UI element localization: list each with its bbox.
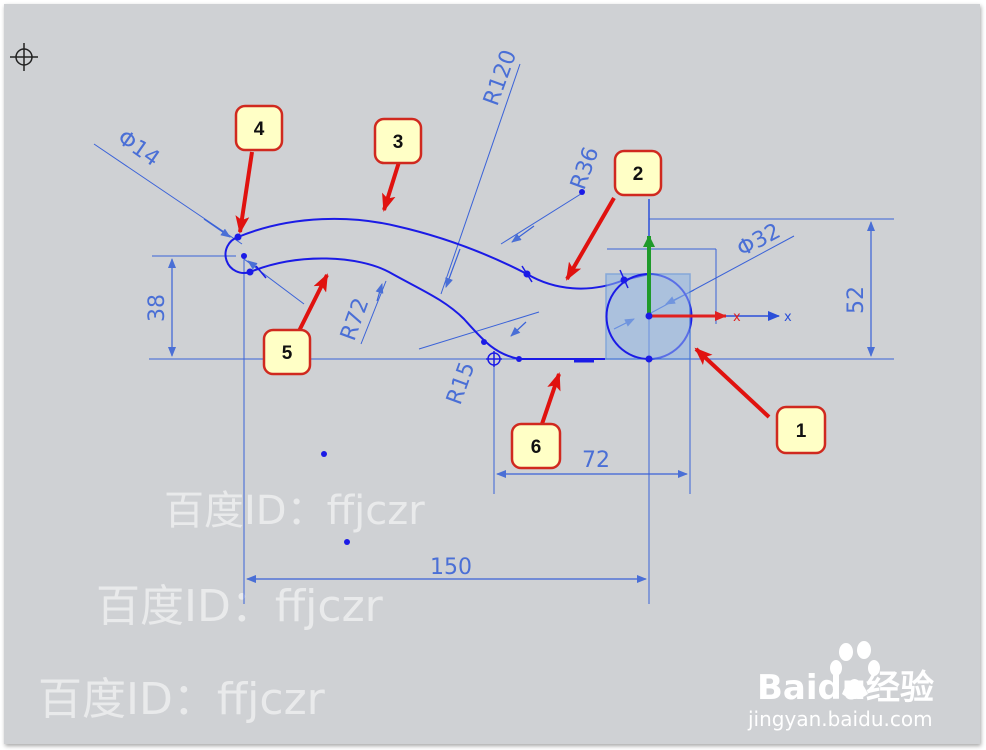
axis-label-x2: x (784, 310, 792, 325)
brand-logo-text: Baidu经验 (757, 668, 934, 708)
sketch-drawing: 百度ID：ffjczr 百度ID：ffjczr 百度ID：ffjczr Baid… (10, 43, 934, 731)
circle-left-arc (605, 273, 650, 360)
dim-diameter-14: Φ14 (113, 125, 164, 171)
baidu-brand: Baidu经验 jingyan.baidu.com (747, 641, 934, 731)
callout-3-label: 3 (393, 132, 404, 153)
callout-4: 4 (234, 104, 284, 152)
dim-radius-36: R36 (566, 144, 604, 193)
callout-1-label: 1 (796, 421, 807, 442)
callout-1: 1 (775, 405, 827, 455)
watermark-text-2: 百度ID：ffjczr (96, 581, 384, 632)
dim-radius-72: R72 (336, 295, 374, 344)
sketch-marks (255, 265, 629, 367)
callout-6-label: 6 (531, 437, 542, 458)
dim-radius-15: R15 (442, 359, 480, 408)
crosshair-icon (10, 43, 38, 71)
callout-2: 2 (613, 149, 663, 197)
watermark-text-1: 百度ID：ffjczr (164, 488, 425, 534)
watermark-text-3: 百度ID：ffjczr (38, 674, 326, 725)
dim-diameter-32: Φ32 (733, 219, 785, 262)
callout-arrows (235, 151, 771, 425)
callout-2-label: 2 (633, 164, 644, 185)
paw-logo-icon (830, 641, 880, 699)
dim-length-150: 150 (430, 555, 472, 580)
axis-label-x1: x (733, 310, 741, 325)
dim-length-52: 52 (844, 286, 869, 314)
dim-length-38: 38 (145, 294, 170, 322)
callout-5-label: 5 (282, 343, 293, 364)
dim-radius-120: R120 (479, 47, 522, 109)
coordinate-axes: x x (643, 199, 792, 325)
dimension-lines (168, 218, 875, 583)
brand-url: jingyan.baidu.com (747, 707, 933, 731)
callout-4-label: 4 (254, 119, 265, 140)
callout-6: 6 (510, 422, 562, 470)
callout-5: 5 (262, 328, 312, 376)
cad-viewport[interactable]: 百度ID：ffjczr 百度ID：ffjczr 百度ID：ffjczr Baid… (4, 4, 980, 744)
watermark-group: 百度ID：ffjczr 百度ID：ffjczr 百度ID：ffjczr (38, 488, 425, 725)
dim-length-72: 72 (582, 448, 610, 473)
callout-3: 3 (373, 117, 423, 165)
